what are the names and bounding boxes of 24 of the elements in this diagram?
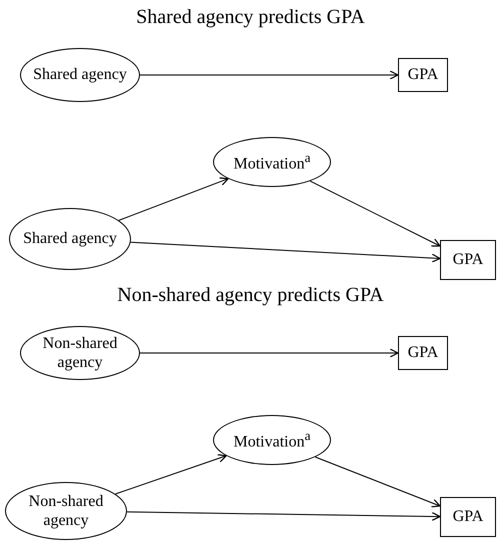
variable-box (398, 336, 448, 370)
node-label: Non-shared agency (42, 334, 118, 372)
arrow (126, 511, 441, 522)
arrow (310, 180, 441, 247)
node-label: Shared agency (32, 65, 128, 85)
arrow (114, 454, 227, 494)
arrow (130, 242, 441, 263)
variable-box (398, 58, 448, 92)
node-label: GPA (452, 250, 484, 270)
arrow (140, 348, 399, 358)
section-title: Shared agency predicts GPA (136, 6, 365, 28)
node-label: GPA (406, 343, 440, 363)
arrow (140, 70, 399, 80)
section-title: Non-shared agency predicts GPA (117, 284, 384, 306)
node-label: Motivation$^{a}$ (232, 428, 312, 452)
node-label: Motivation$^{a}$ (232, 150, 312, 174)
variable-box (440, 497, 496, 537)
node-label: GPA (406, 65, 440, 85)
node-label: Non-shared agency (28, 492, 104, 530)
node-label: GPA (452, 507, 484, 527)
node-label: Shared agency (22, 229, 118, 249)
variable-box (440, 240, 496, 280)
arrow (314, 456, 441, 508)
arrow (118, 177, 229, 221)
